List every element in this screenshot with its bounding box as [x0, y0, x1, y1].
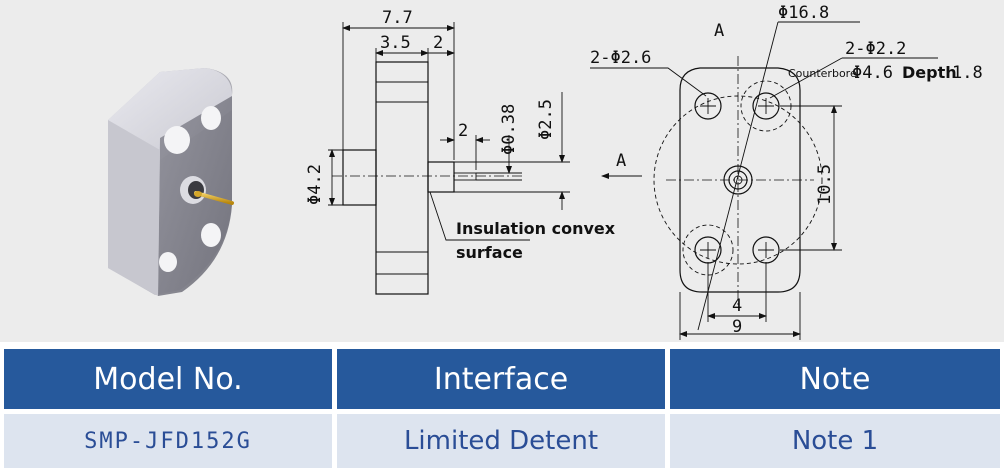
hole-pitch-inner: 4	[732, 296, 742, 316]
cell-note: Note 1	[670, 414, 1000, 468]
side-view: 7.7 3.5 2 2 Φ0.38 Φ2.5 Φ4.2 Insulation c…	[305, 8, 616, 295]
hole-callout-right: 2-Φ2.2	[845, 39, 906, 59]
body-diameter-dim: Φ4.2	[305, 164, 325, 205]
flange-thickness-dim: 3.5	[380, 33, 411, 53]
insulator-diameter-dim: Φ2.5	[536, 99, 556, 140]
front-view: A Φ16.8 2-Φ2.6 2-Φ2.2 Counterbore Φ4.6 D…	[590, 3, 983, 340]
header-interface: Interface	[337, 349, 665, 409]
product-illustration	[108, 68, 234, 296]
depth-label: Depth	[902, 63, 957, 82]
view-arrow-label: A	[616, 151, 626, 171]
cell-interface: Limited Detent	[337, 414, 665, 468]
insulation-note-line1: Insulation convex	[456, 219, 616, 238]
view-label: A	[714, 21, 724, 41]
hole-pitch-outer: 9	[732, 317, 742, 337]
technical-drawing: 7.7 3.5 2 2 Φ0.38 Φ2.5 Φ4.2 Insulation c…	[108, 3, 983, 340]
spec-table: Model No. Interface Note SMP-JFD152G Lim…	[0, 349, 1004, 470]
counterbore-label: Counterbore	[788, 67, 857, 80]
rear-length-dim: 2	[433, 33, 443, 53]
depth-value: 1.8	[952, 63, 983, 83]
flange-diameter-dim: Φ16.8	[778, 3, 829, 23]
hole-pitch-vertical: 10.5	[815, 164, 835, 205]
overall-length-dim: 7.7	[382, 8, 413, 28]
header-model-no: Model No.	[4, 349, 332, 409]
insulation-note-line2: surface	[456, 243, 523, 262]
pin-diameter-dim: Φ0.38	[499, 104, 519, 155]
header-note: Note	[670, 349, 1000, 409]
counterbore-diameter: Φ4.6	[852, 63, 893, 83]
hole-callout-left: 2-Φ2.6	[590, 48, 651, 68]
cell-model-no: SMP-JFD152G	[4, 414, 332, 468]
drawing-panel: 7.7 3.5 2 2 Φ0.38 Φ2.5 Φ4.2 Insulation c…	[0, 0, 1004, 342]
view-arrow: A	[601, 151, 642, 179]
pin-length-dim: 2	[458, 121, 468, 141]
